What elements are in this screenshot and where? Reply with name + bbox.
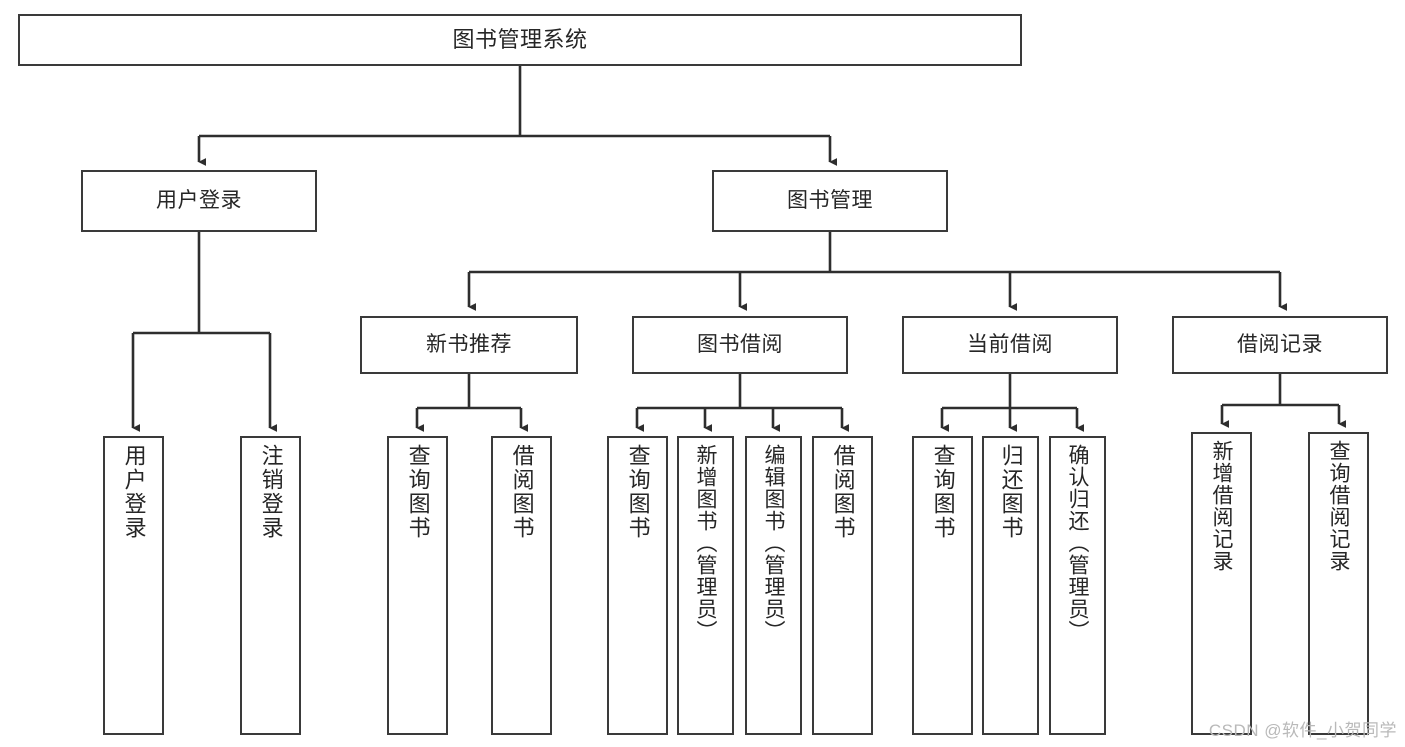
leaf-query-borrow-record[interactable]: 查询借阅记录 (1308, 432, 1369, 735)
node-user-login[interactable]: 用户登录 (81, 170, 317, 232)
node-label: 查询图书 (930, 444, 956, 540)
node-book-management[interactable]: 图书管理 (712, 170, 948, 232)
leaf-user-logout[interactable]: 注销登录 (240, 436, 301, 735)
node-label: 图书管理 (787, 188, 873, 212)
leaf-new-book-query[interactable]: 查询图书 (387, 436, 448, 735)
node-borrow-record[interactable]: 借阅记录 (1172, 316, 1388, 374)
leaf-current-query-book[interactable]: 查询图书 (912, 436, 973, 735)
node-label: 新增借阅记录 (1210, 440, 1234, 572)
csdn-watermark: CSDN @软件_小贺同学 (1208, 721, 1397, 740)
node-label: 注销登录 (258, 444, 284, 540)
leaf-return-book[interactable]: 归还图书 (982, 436, 1039, 735)
leaf-edit-book-admin[interactable]: 编辑图书（管理员） (745, 436, 802, 735)
node-label: 新增图书（管理员） (694, 444, 718, 642)
node-label: 图书管理系统 (452, 27, 588, 53)
leaf-new-book-borrow[interactable]: 借阅图书 (491, 436, 552, 735)
node-label: 新书推荐 (426, 332, 512, 356)
node-label: 图书借阅 (697, 332, 783, 356)
node-label: 借阅图书 (830, 444, 856, 540)
node-label: 当前借阅 (967, 332, 1053, 356)
leaf-confirm-return-admin[interactable]: 确认归还（管理员） (1049, 436, 1106, 735)
node-label: 查询图书 (405, 444, 431, 540)
leaf-add-borrow-record[interactable]: 新增借阅记录 (1191, 432, 1252, 735)
node-label: 借阅图书 (509, 444, 535, 540)
node-label: 确认归还（管理员） (1066, 444, 1090, 642)
node-label: 用户登录 (121, 444, 147, 540)
node-book-borrow[interactable]: 图书借阅 (632, 316, 848, 374)
node-label: 查询借阅记录 (1327, 440, 1351, 572)
leaf-borrow-query-book[interactable]: 查询图书 (607, 436, 668, 735)
leaf-add-book-admin[interactable]: 新增图书（管理员） (677, 436, 734, 735)
node-label: 编辑图书（管理员） (762, 444, 786, 642)
node-label: 用户登录 (156, 188, 242, 212)
leaf-borrow-book[interactable]: 借阅图书 (812, 436, 873, 735)
node-new-book-recommend[interactable]: 新书推荐 (360, 316, 578, 374)
node-current-borrow[interactable]: 当前借阅 (902, 316, 1118, 374)
node-label: 归还图书 (998, 444, 1024, 540)
node-root-system[interactable]: 图书管理系统 (18, 14, 1022, 66)
node-label: 借阅记录 (1237, 332, 1323, 356)
node-label: 查询图书 (625, 444, 651, 540)
leaf-user-login[interactable]: 用户登录 (103, 436, 164, 735)
